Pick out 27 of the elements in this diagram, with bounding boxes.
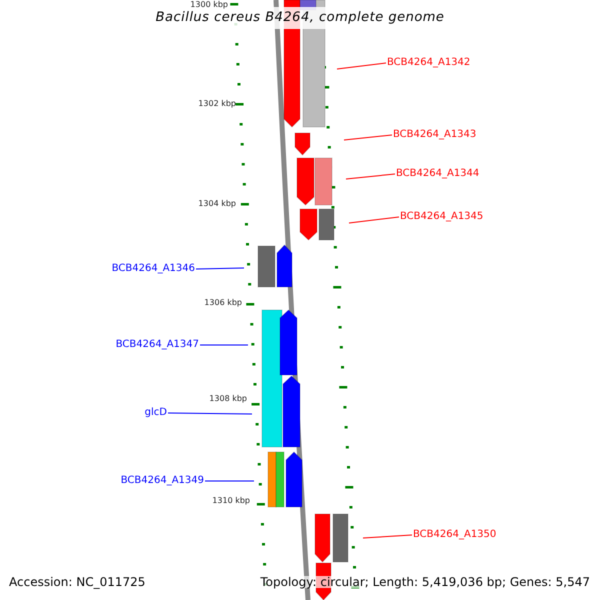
- gene-label: BCB4264_A1347: [116, 340, 199, 350]
- leader-line: [348, 216, 400, 224]
- gene-label: BCB4264_A1350: [413, 530, 496, 540]
- gene-label: BCB4264_A1342: [387, 58, 470, 68]
- gene-label: BCB4264_A1343: [393, 130, 476, 140]
- leader-line: [336, 62, 386, 70]
- leader-line: [344, 134, 392, 140]
- scale-label: 1310 kbp: [212, 497, 250, 505]
- scale-label: 1304 kbp: [198, 200, 236, 208]
- scale-label: 1306 kbp: [204, 299, 242, 307]
- gene-label: BCB4264_A1346: [112, 264, 195, 274]
- scale-label: 1300 kbp: [190, 1, 228, 9]
- leader-line: [346, 174, 396, 180]
- gene-label: BCB4264_A1345: [400, 212, 484, 222]
- scale-label: 1308 kbp: [209, 395, 247, 403]
- title: Bacillus cereus B4264, complete genome: [154, 11, 446, 24]
- leader-line: [204, 480, 254, 482]
- genome-info-text: Topology: circular; Length: 5,419,036 bp; Genes: 5,547: [260, 576, 590, 588]
- gene-label: BCB4264_A1344: [396, 169, 480, 179]
- leader-line: [168, 412, 252, 414]
- gene-label: BCB4264_A1349: [120, 476, 204, 486]
- leader-line: [200, 344, 248, 346]
- leader-line: [196, 268, 244, 270]
- accession-text: Accession: NC_011725: [9, 576, 146, 588]
- leader-line: [362, 534, 412, 538]
- scale-label: 1302 kbp: [198, 100, 236, 108]
- gene-label: glcD: [144, 408, 167, 418]
